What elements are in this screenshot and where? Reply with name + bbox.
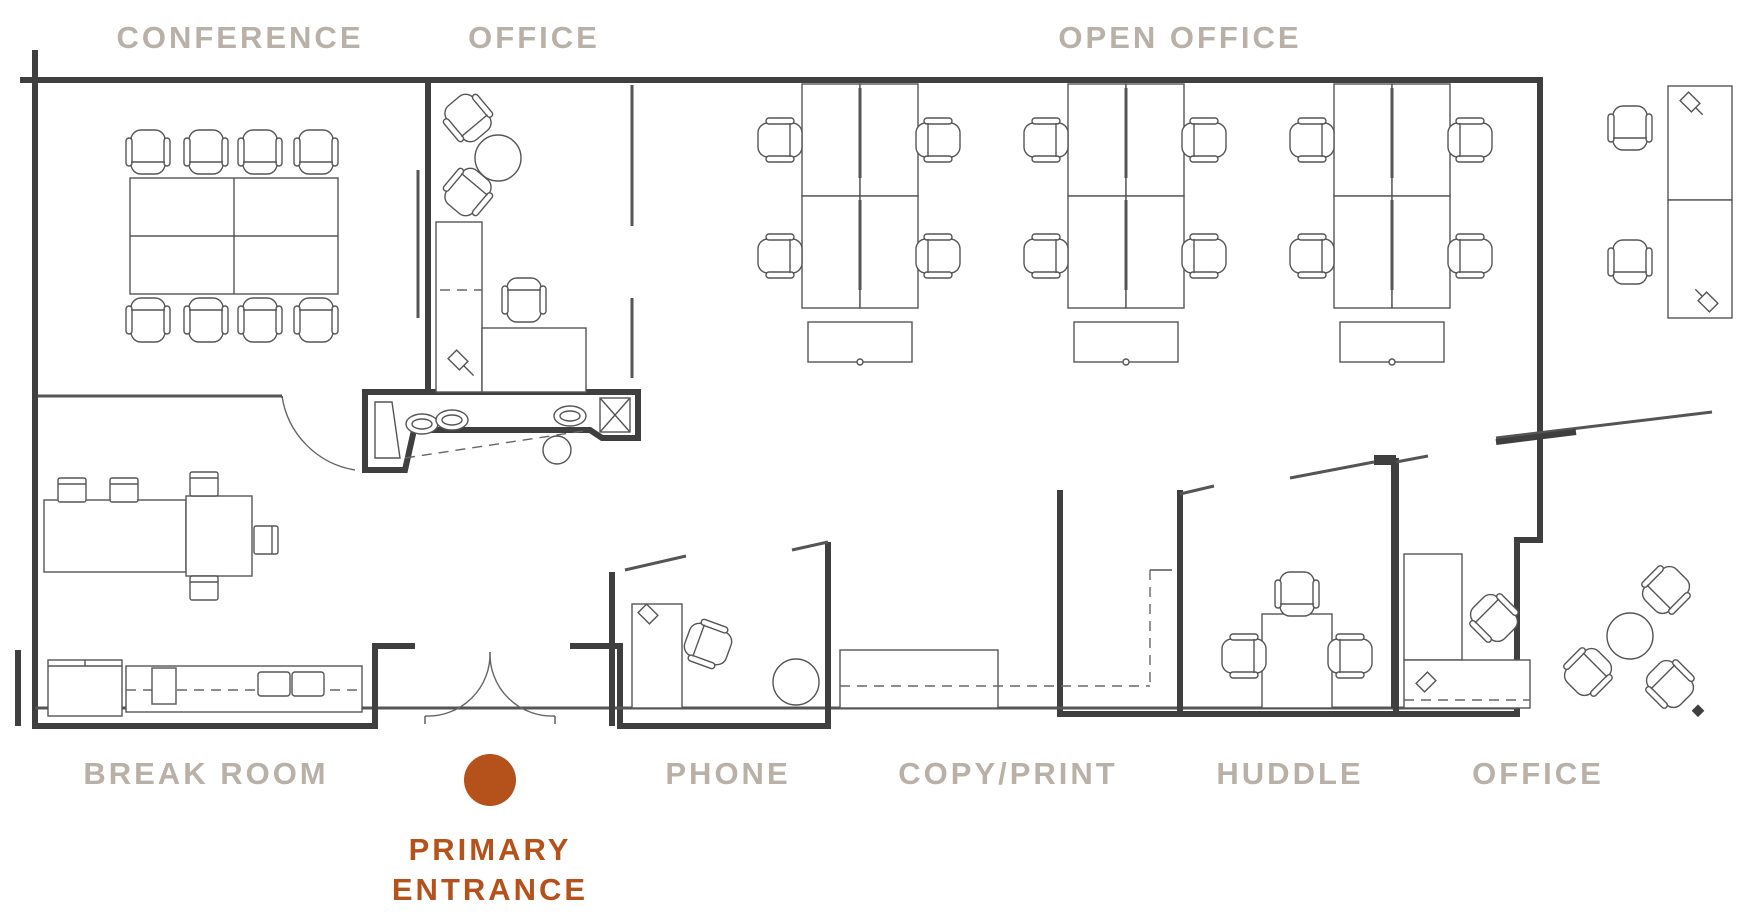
huddle-furniture — [1221, 571, 1373, 709]
office-top-furniture — [405, 86, 587, 465]
office-bottom-furniture — [1403, 553, 1705, 718]
break-room-label: BREAK ROOM — [83, 756, 328, 791]
office-top-label: OFFICE — [468, 20, 600, 55]
huddle-label: HUDDLE — [1216, 756, 1363, 791]
entrance-dot-icon — [464, 754, 516, 806]
entrance-label-line2: ENTRANCE — [392, 872, 588, 907]
conference-label: CONFERENCE — [116, 20, 363, 55]
office-bottom-label: OFFICE — [1472, 756, 1604, 791]
copy-print-counters — [839, 569, 1172, 709]
break-room-furniture — [43, 471, 363, 717]
conference-table — [129, 177, 339, 295]
open-office-workstations — [757, 82, 1719, 367]
phone-room-furniture — [631, 603, 820, 709]
entrance-label-line1: PRIMARY — [409, 832, 572, 867]
copy-print-label: COPY/PRINT — [898, 756, 1117, 791]
open-office-label: OPEN OFFICE — [1058, 20, 1301, 55]
phone-label: PHONE — [665, 756, 790, 791]
door-swings — [281, 395, 591, 724]
